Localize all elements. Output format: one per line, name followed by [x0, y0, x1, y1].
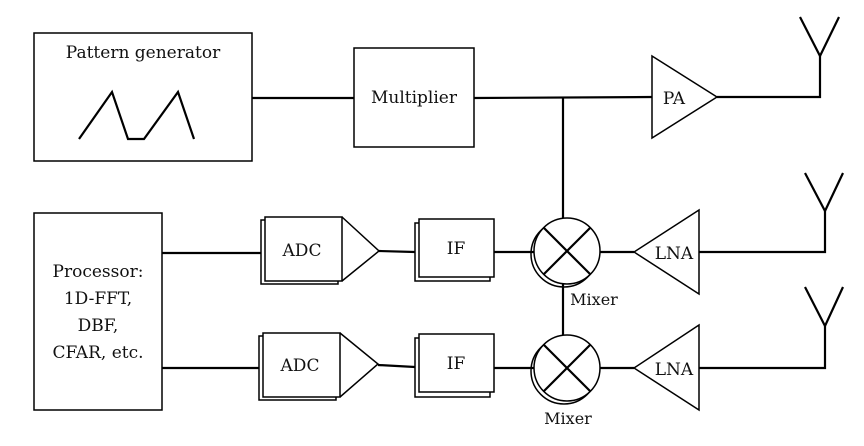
antenna-icon	[799, 16, 840, 59]
lna-2-label: LNA	[655, 360, 694, 380]
processor-block: Processor: 1D-FFT, DBF, CFAR, etc.	[33, 212, 163, 411]
if-2-label: IF	[447, 354, 466, 374]
multiplier-box	[353, 47, 475, 148]
antenna-icon	[804, 172, 844, 214]
if-2-box	[418, 333, 495, 393]
mixer-2-label: Mixer	[544, 409, 592, 428]
connector-pa-antenna	[717, 56, 822, 99]
lna-block-1: LNA	[632, 208, 700, 296]
adc-block-1: ADC	[260, 216, 381, 285]
processor-label-line-4: CFAR, etc.	[52, 343, 143, 363]
processor-label-line-1: Processor:	[53, 262, 144, 282]
if-1-box	[418, 218, 495, 278]
multiplier-block: Multiplier	[353, 47, 475, 148]
if-1-label: IF	[447, 239, 466, 259]
triangle-wave-icon	[78, 89, 196, 141]
processor-label-line-3: DBF,	[78, 316, 119, 336]
adc-1-label: ADC	[282, 241, 322, 261]
multiplier-label: Multiplier	[371, 88, 458, 108]
connector-adc-2-if-2	[377, 363, 416, 369]
connector-lna-1-antenna	[699, 211, 827, 254]
adc-2-label: ADC	[280, 356, 320, 376]
antenna-icon	[804, 286, 844, 329]
lna-block-2: LNA	[632, 323, 700, 412]
pa-label: PA	[663, 89, 686, 109]
lna-1-label: LNA	[655, 244, 694, 264]
adc-block-2: ADC	[258, 332, 380, 401]
adc-2-box	[262, 332, 341, 398]
pattern-generator-block: Pattern generator	[33, 32, 253, 162]
adc-2-arrow-icon	[339, 332, 380, 398]
if-block-2: IF	[414, 333, 495, 398]
pa-block: PA	[651, 54, 719, 140]
processor-label-line-2: 1D-FFT,	[64, 289, 132, 309]
adc-1-arrow-icon	[341, 216, 381, 282]
connector-lna-2-antenna	[699, 326, 827, 370]
processor-box	[33, 212, 163, 411]
amplifier-triangle-icon	[651, 54, 719, 140]
mixer-1-label: Mixer	[570, 290, 618, 309]
adc-1-box	[264, 216, 343, 282]
pattern-generator-label: Pattern generator	[66, 43, 221, 63]
mixer-1: Mixer	[530, 217, 618, 309]
if-block-1: IF	[414, 218, 495, 282]
mixer-2: Mixer	[530, 334, 601, 428]
connector-adc-1-if-1	[378, 249, 416, 254]
